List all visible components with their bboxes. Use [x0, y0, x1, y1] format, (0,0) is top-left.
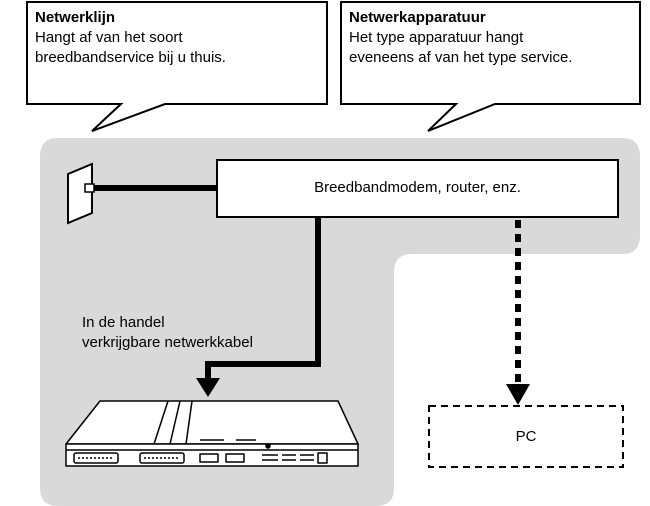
callout-network-line-box [26, 1, 328, 132]
callout-network-equipment-text-1: Het type apparatuur hangt [349, 29, 524, 46]
arrowhead-to-console [196, 378, 220, 397]
callout-network-equipment-text-2: eveneens af van het type service. [349, 49, 573, 66]
playstation-console-icon [65, 400, 359, 467]
callout-network-line-text-2: breedbandservice bij u thuis. [35, 49, 226, 66]
cable-label-line-2: verkrijgbare netwerkkabel [82, 334, 253, 351]
wall-outlet-icon [67, 162, 95, 225]
network-cable-to-console [205, 217, 321, 381]
cable-label-line-1: In de handel [82, 314, 165, 331]
pc-box [428, 405, 624, 468]
modem-box [216, 159, 619, 218]
modem-label: Breedbandmodem, router, enz. [314, 179, 521, 196]
callout-network-line-text-1: Hangt af van het soort [35, 29, 183, 46]
pc-label: PC [515, 428, 537, 445]
arrowhead-to-pc [506, 384, 530, 405]
cable-label: In de handel verkrijgbare netwerkkabel [82, 313, 253, 353]
callout-network-line-title: Netwerklijn [35, 9, 116, 26]
callout-network-equipment-box [340, 1, 641, 132]
callout-network-equipment: Netwerkapparatuur Het type apparatuur ha… [349, 8, 635, 68]
callout-network-line: Netwerklijn Hangt af van het soort breed… [35, 8, 321, 68]
callout-network-equipment-title: Netwerkapparatuur [349, 9, 486, 26]
